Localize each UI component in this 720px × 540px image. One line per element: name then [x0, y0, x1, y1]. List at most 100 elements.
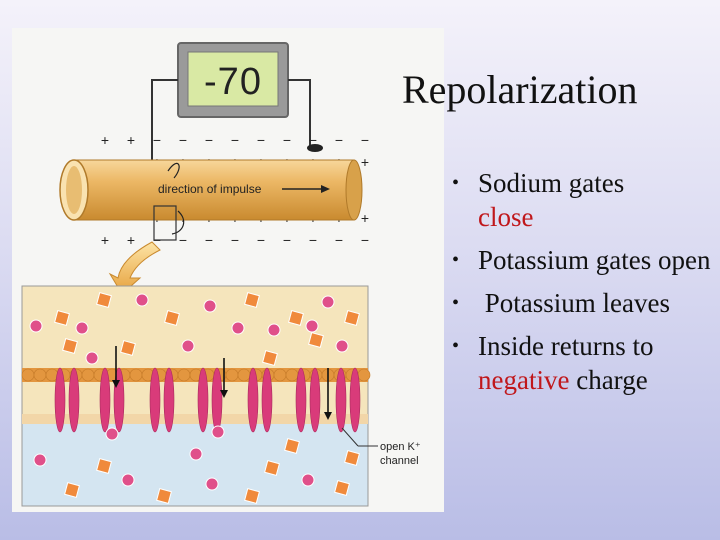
potassium-ion: [62, 338, 78, 354]
charge-symbol: −: [179, 132, 187, 148]
voltmeter-lead-right: [288, 79, 311, 148]
sodium-ion: [231, 321, 245, 335]
potassium-ion: [64, 482, 80, 498]
k-channel-subunit: [309, 367, 321, 433]
channel-leader-line: [341, 427, 359, 447]
bullet-text: Potassium gates open: [478, 245, 711, 275]
sodium-ion: [335, 339, 349, 353]
bullet-symbol: •: [452, 172, 460, 194]
charge-symbol: −: [335, 232, 343, 248]
potassium-ion: [344, 310, 360, 326]
sodium-ion: [189, 447, 203, 461]
phospholipid-head: [21, 368, 35, 382]
k-channel-subunit: [197, 367, 209, 433]
impulse-label: direction of impulse: [158, 182, 262, 196]
sodium-ion: [211, 425, 225, 439]
k-channel-subunit: [211, 367, 223, 433]
bullet-symbol: •: [452, 292, 460, 314]
charge-symbol: −: [257, 132, 265, 148]
potassium-ion: [334, 480, 350, 496]
potassium-ion: [156, 488, 172, 504]
phospholipid-head: [273, 368, 287, 382]
potassium-ion: [288, 310, 304, 326]
bullet-item: • Sodium gates close: [452, 166, 714, 234]
charge-symbol: −: [205, 132, 213, 148]
channel-arrow-head: [220, 390, 228, 398]
charge-symbol: −: [309, 232, 317, 248]
k-channel-subunit: [99, 367, 111, 433]
bullet-item: • Potassium gates open: [452, 243, 714, 277]
charge-symbol: −: [231, 232, 239, 248]
sodium-ion: [29, 319, 43, 333]
bullet-symbol: •: [452, 249, 460, 271]
membrane-inner-layer: [22, 414, 368, 424]
potassium-ion: [120, 340, 136, 356]
impulse-arrow-head: [321, 185, 330, 193]
charge-symbol: −: [205, 232, 213, 248]
bullet-symbol: •: [452, 335, 460, 357]
ion-flow-arrow-top: [167, 162, 180, 179]
phospholipid-head: [285, 368, 299, 382]
sodium-ion: [267, 323, 281, 337]
k-channel-subunit: [295, 367, 307, 433]
membrane-zoom-panel: [21, 285, 371, 507]
channel-arrows: [112, 346, 332, 420]
sodium-ion: [205, 477, 219, 491]
charge-row-bottom-outside: ++−−−−−−−−−: [101, 232, 369, 248]
phospholipid-head: [237, 368, 251, 382]
k-channel-subunit: [68, 367, 80, 433]
voltmeter-lead-left: [151, 79, 178, 190]
voltmeter-reading: -70: [204, 61, 262, 103]
potassium-ion: [164, 310, 180, 326]
sodium-ion: [181, 339, 195, 353]
charge-symbol: −: [231, 132, 239, 148]
potassium-ion: [244, 292, 260, 308]
k-channel-subunit: [349, 367, 361, 433]
k-channel-subunit: [261, 367, 273, 433]
charge-symbol: −: [335, 132, 343, 148]
bullet-highlight: negative: [478, 365, 570, 395]
potassium-ion: [96, 458, 112, 474]
charge-symbol: −: [361, 232, 369, 248]
charge-symbol: −: [257, 232, 265, 248]
k-channel-subunit: [54, 367, 66, 433]
charge-symbol: −: [283, 232, 291, 248]
potassium-ion: [344, 450, 360, 466]
sodium-ion: [75, 321, 89, 335]
charge-symbol: −: [361, 132, 369, 148]
figure-svg: -70 ++−−−−−−−−− −−+++++++++ −−+++++++++ …: [21, 42, 421, 507]
sodium-ion: [121, 473, 135, 487]
phospholipid-head: [33, 368, 47, 382]
sodium-ion: [203, 299, 217, 313]
zoom-selection-box: [153, 205, 177, 241]
channel-label-line2: channel: [380, 455, 419, 467]
charge-symbol: −: [309, 132, 317, 148]
channel-arrow-head: [324, 412, 332, 420]
charge-symbol: +: [127, 132, 135, 148]
bullet-text: Sodium gates: [478, 168, 625, 198]
sodium-ion: [301, 473, 315, 487]
channel-label-line1: open K⁺: [380, 441, 421, 453]
sodium-ion: [135, 293, 149, 307]
potassium-channels: [54, 367, 361, 433]
k-channel-subunit: [149, 367, 161, 433]
ion-flow-arrow-bottom: [171, 210, 185, 235]
charge-symbol: +: [101, 232, 109, 248]
voltmeter: -70: [177, 42, 289, 118]
sodium-ion: [321, 295, 335, 309]
potassium-ion: [264, 460, 280, 476]
potassium-ion: [96, 292, 112, 308]
sodium-ion: [305, 319, 319, 333]
charge-symbol: +: [361, 154, 369, 170]
repolarization-figure: -70 ++−−−−−−−−− −−+++++++++ −−+++++++++ …: [12, 28, 444, 512]
charge-symbol: +: [127, 232, 135, 248]
k-channel-subunit: [335, 367, 347, 433]
phospholipid-head: [81, 368, 95, 382]
slide-title: Repolarization: [402, 67, 638, 112]
sodium-ion: [105, 427, 119, 441]
phospholipid-head: [357, 368, 371, 382]
potassium-ion: [244, 488, 260, 504]
ion-particles: [29, 292, 360, 504]
phospholipid-head: [177, 368, 191, 382]
potassium-ion: [308, 332, 324, 348]
